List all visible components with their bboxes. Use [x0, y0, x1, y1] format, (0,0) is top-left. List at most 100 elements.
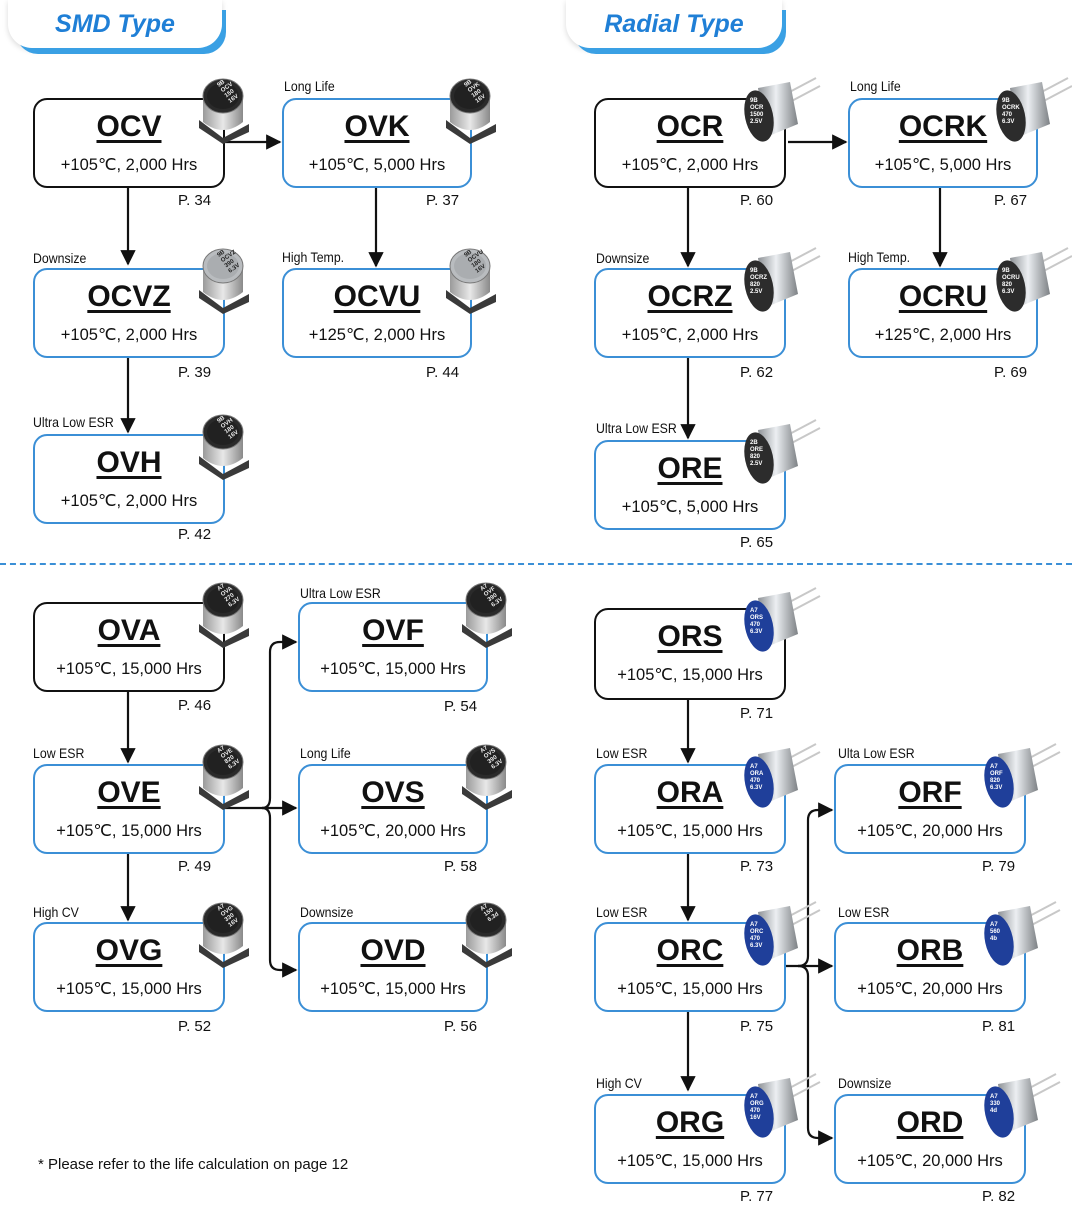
svg-text:A7: A7	[479, 583, 489, 593]
svg-text:330: 330	[990, 1101, 1001, 1107]
series-name: OVH	[96, 446, 162, 479]
series-box-ovd: OVD+105℃, 15,000 Hrs	[298, 922, 488, 1012]
series-name: OVE	[97, 776, 161, 809]
page-reference: P. 77	[740, 1188, 774, 1205]
page-reference: P. 54	[444, 698, 478, 715]
svg-text:A7: A7	[750, 922, 758, 928]
svg-text:2.5V: 2.5V	[750, 461, 762, 467]
svg-text:9B: 9B	[216, 79, 226, 89]
svg-text:820: 820	[1002, 282, 1013, 288]
series-box-ocvz: OCVZ+105℃, 2,000 Hrs	[33, 268, 225, 358]
series-spec: +105℃, 2,000 Hrs	[60, 492, 198, 510]
series-name: ORE	[657, 452, 723, 485]
smd-type-header: SMD Type	[8, 0, 222, 48]
page-reference: P. 37	[426, 192, 460, 209]
series-spec: +105℃, 20,000 Hrs	[320, 822, 466, 840]
svg-text:16V: 16V	[228, 94, 240, 105]
series-spec: +105℃, 20,000 Hrs	[857, 1152, 1003, 1170]
svg-text:150: 150	[483, 907, 495, 918]
svg-text:820: 820	[750, 282, 761, 288]
svg-text:16V: 16V	[475, 264, 487, 275]
svg-text:6.3V: 6.3V	[750, 785, 762, 791]
series-box-ovk: OVK+105℃, 5,000 Hrs	[282, 98, 472, 188]
svg-text:180: 180	[471, 258, 483, 269]
series-name: OVS	[361, 776, 425, 809]
svg-text:2B: 2B	[750, 440, 758, 446]
feature-label: Long Life	[284, 78, 335, 94]
page-reference: P. 56	[444, 1018, 478, 1035]
svg-text:A7: A7	[216, 903, 226, 913]
page-reference: P. 52	[178, 1018, 212, 1035]
svg-text:16V: 16V	[228, 430, 240, 441]
svg-text:470: 470	[750, 622, 761, 628]
series-box-ors: ORS+105℃, 15,000 Hrs	[594, 608, 786, 700]
svg-text:9B: 9B	[1002, 268, 1010, 274]
feature-label: High CV	[596, 1075, 642, 1091]
series-name: ORD	[896, 1106, 964, 1139]
feature-label: Ultra Low ESR	[596, 420, 677, 436]
page-reference: P. 79	[982, 858, 1016, 875]
svg-text:180: 180	[224, 424, 236, 435]
series-spec: +105℃, 5,000 Hrs	[621, 498, 759, 516]
feature-label: Low ESR	[596, 904, 648, 920]
svg-text:A7: A7	[216, 583, 226, 593]
svg-text:6.3V: 6.3V	[750, 943, 762, 949]
svg-text:6.3V: 6.3V	[1002, 119, 1014, 125]
series-spec: +105℃, 15,000 Hrs	[56, 980, 202, 998]
series-spec: +105℃, 15,000 Hrs	[56, 660, 202, 678]
feature-label: Ulta Low ESR	[838, 745, 915, 761]
series-name: OVA	[97, 614, 161, 647]
series-name: ORB	[896, 934, 964, 967]
svg-text:9B: 9B	[463, 249, 473, 259]
feature-label: Low ESR	[596, 745, 648, 761]
series-name: ORC	[656, 934, 724, 967]
series-spec: +105℃, 2,000 Hrs	[621, 326, 759, 344]
svg-text:390: 390	[487, 754, 499, 765]
radial-type-header: Radial Type	[566, 0, 782, 48]
series-spec: +105℃, 2,000 Hrs	[621, 156, 759, 174]
feature-label: High Temp.	[848, 249, 911, 265]
arrow-ove-ovf	[261, 634, 298, 810]
svg-text:6.3V: 6.3V	[750, 629, 762, 635]
svg-text:470: 470	[750, 1108, 761, 1114]
feature-label: Long Life	[850, 78, 901, 94]
series-name: OVG	[95, 934, 163, 967]
page-reference: P. 67	[994, 192, 1028, 209]
svg-text:A7: A7	[750, 1094, 758, 1100]
svg-text:A7: A7	[750, 764, 758, 770]
svg-text:9B: 9B	[463, 79, 473, 89]
feature-label: Downsize	[838, 1075, 892, 1091]
svg-text:4d: 4d	[990, 1108, 997, 1114]
svg-text:6.3V: 6.3V	[228, 597, 242, 609]
arrow-orc-orf	[797, 802, 834, 968]
svg-text:A7: A7	[479, 745, 489, 755]
series-name: OVD	[360, 934, 426, 967]
series-name: OCR	[656, 110, 724, 143]
svg-text:270: 270	[224, 592, 236, 603]
arrow-ove-ovd	[261, 806, 298, 978]
series-box-ora: ORA+105℃, 15,000 Hrs	[594, 764, 786, 854]
svg-text:ORG: ORG	[750, 1101, 764, 1107]
svg-text:OCR: OCR	[750, 105, 764, 111]
svg-text:470: 470	[1002, 112, 1013, 118]
page-reference: P. 73	[740, 858, 774, 875]
series-spec: +125℃, 2,000 Hrs	[874, 326, 1012, 344]
svg-text:16V: 16V	[475, 94, 487, 105]
svg-text:470: 470	[750, 778, 761, 784]
page-reference: P. 65	[740, 534, 774, 551]
svg-text:A7: A7	[750, 608, 758, 614]
series-spec: +105℃, 15,000 Hrs	[320, 660, 466, 678]
